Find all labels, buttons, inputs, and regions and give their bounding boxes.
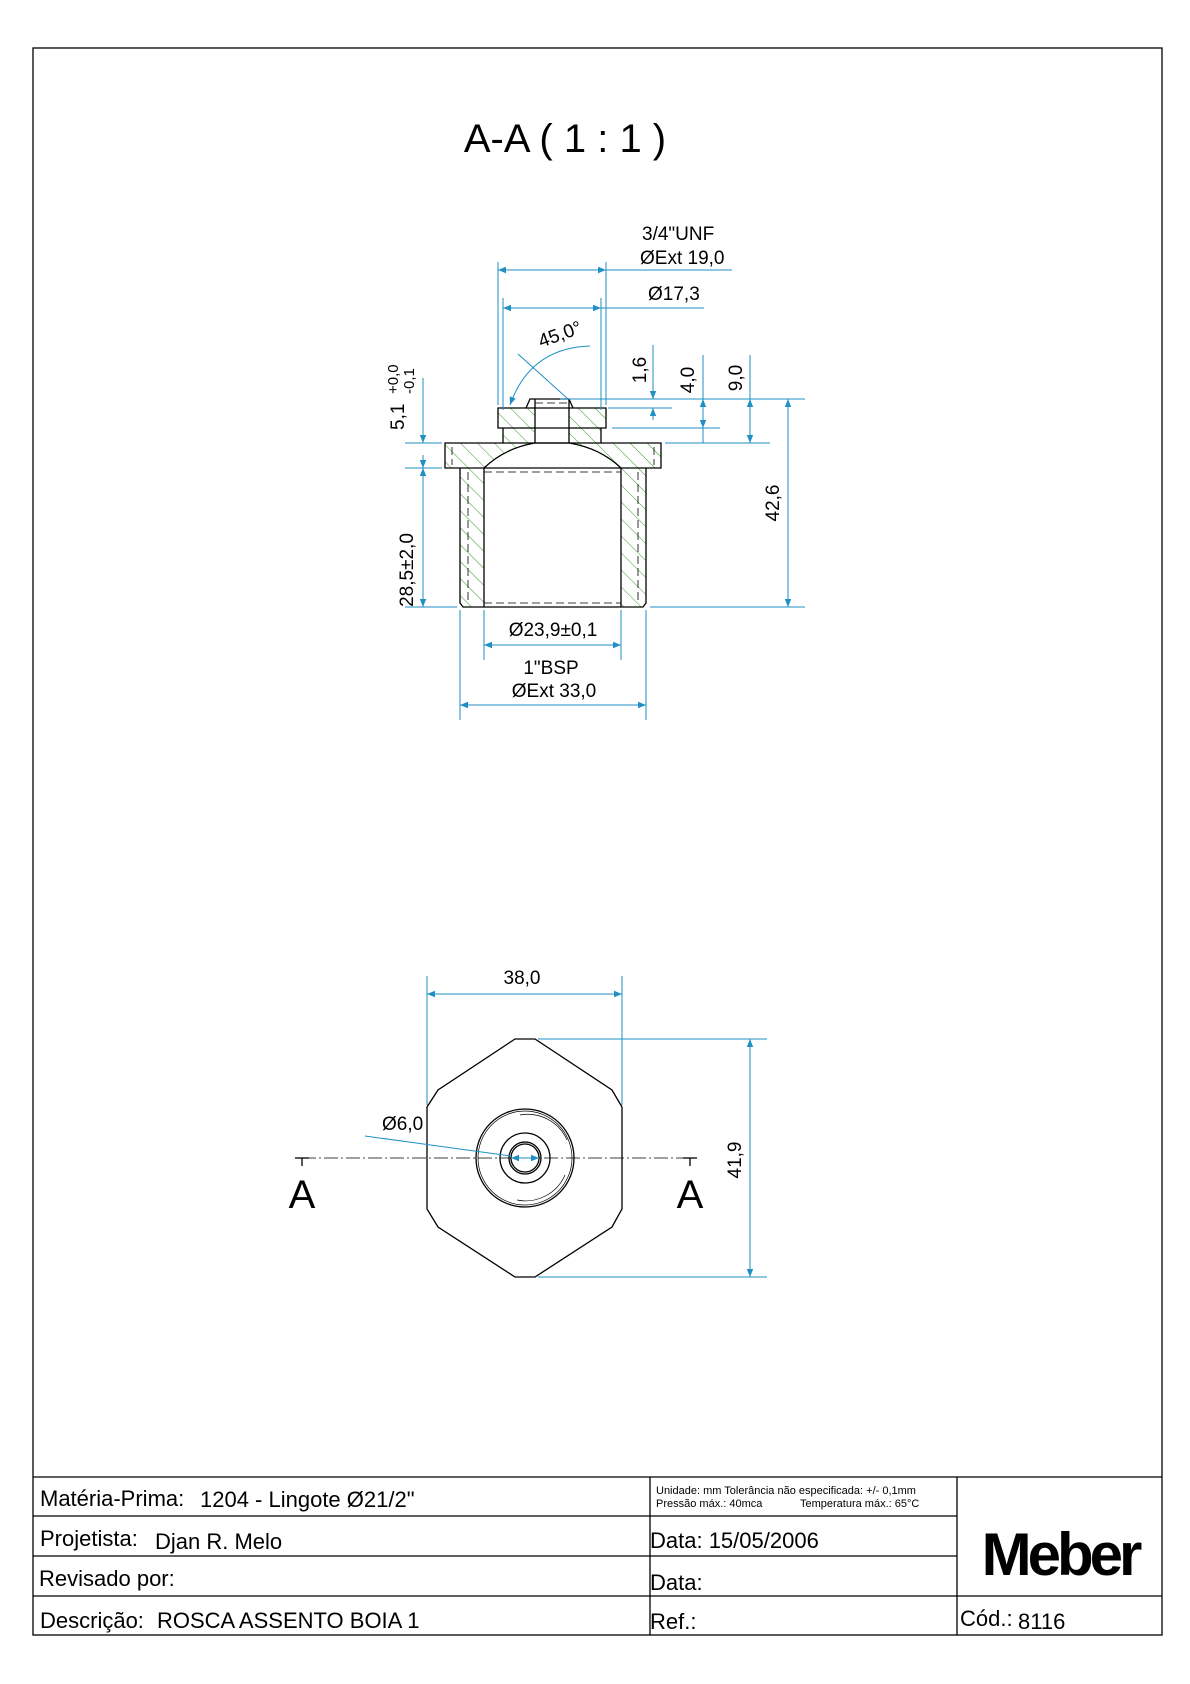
inner-bore [483, 468, 622, 607]
hidden-lines [451, 402, 655, 604]
dimension-9-0: 9,0 [726, 355, 754, 443]
ref-label: Ref.: [650, 1609, 696, 1634]
meber-logo: Meber [982, 1521, 1142, 1588]
section-marker-right: A [677, 1173, 704, 1217]
dimension-angle-45: 45,0° [509, 318, 591, 406]
data-review-date: Data: [650, 1570, 703, 1595]
section-marker-left: A [289, 1173, 316, 1217]
small-hex-outline [497, 407, 607, 429]
notes-line1: Unidade: mm Tolerância não especificada:… [656, 1485, 916, 1497]
flange-outline [444, 442, 662, 469]
thread-bottom-label: 1"BSP [523, 658, 578, 679]
drawing-border [32, 47, 1163, 1636]
dimension-4-0: 4,0 [678, 355, 707, 443]
height-label: 41,9 [725, 1142, 746, 1179]
dia-17-label: Ø17,3 [648, 284, 700, 305]
thread-arc [516, 1114, 568, 1202]
dimension-3-4-unf: 3/4"UNF ØExt 19,0 [497, 224, 732, 405]
dim-28-5-label: 28,5±2,0 [397, 533, 418, 607]
projetista-label: Projetista: [40, 1526, 138, 1551]
bore-outline [534, 399, 570, 443]
dim-9-0-label: 9,0 [726, 365, 747, 391]
descricao-value: ROSCA ASSENTO BOIA 1 [157, 1608, 419, 1633]
dimension-1-bsp: 1"BSP ØExt 33,0 [459, 610, 647, 720]
dim-1-6-label: 1,6 [630, 357, 651, 383]
thread-top-label: 3/4"UNF [642, 224, 714, 245]
dimension-42-6: 42,6 [650, 399, 805, 608]
materia-value: 1204 - Lingote Ø21/2" [200, 1487, 415, 1512]
cod-value: 8116 [1018, 1609, 1065, 1634]
dome-outline [483, 442, 622, 469]
dim-4-0-label: 4,0 [678, 367, 699, 393]
projetista-value: Djan R. Melo [155, 1529, 282, 1554]
thread-bottom-ext-label: ØExt 33,0 [512, 681, 597, 702]
section-view: 3/4"UNF ØExt 19,0 Ø17,3 45,0° 1,6 [385, 224, 805, 720]
dimension-dia-17-3: Ø17,3 [502, 284, 704, 410]
dim-42-6-label: 42,6 [763, 485, 784, 522]
title-block: Matéria-Prima: 1204 - Lingote Ø21/2" Uni… [33, 1476, 1162, 1635]
dimension-5-1: 5,1 +0,0 -0,1 [385, 364, 427, 468]
hexagon-outline [426, 1038, 623, 1278]
body-outline [459, 468, 647, 608]
section-hatch [445, 408, 661, 607]
notes-temperature: Temperatura máx.: 65°C [800, 1498, 919, 1510]
materia-label: Matéria-Prima: [40, 1486, 184, 1511]
section-title: A-A ( 1 : 1 ) [464, 117, 666, 161]
dim-5-1-tol-lower: -0,1 [401, 368, 418, 394]
dimension-dia-23-9: Ø23,9±0,1 [483, 610, 622, 660]
revisado-label: Revisado por: [39, 1566, 175, 1591]
thread-top-ext-label: ØExt 19,0 [640, 248, 725, 269]
dia-23-9-label: Ø23,9±0,1 [509, 620, 598, 641]
top-view: A A 38,0 41,9 Ø6,0 [289, 968, 767, 1278]
dimension-38-0: 38,0 [426, 968, 623, 1105]
width-label: 38,0 [504, 968, 541, 989]
dimension-1-6: 1,6 [630, 345, 657, 420]
notes-pressure: Pressão máx.: 40mca [656, 1498, 763, 1510]
dim-5-1-tol-upper: +0,0 [385, 364, 402, 394]
dim-5-1-label: 5,1 [388, 404, 409, 430]
nipple-outline [525, 398, 574, 409]
cod-label: Cód.: [960, 1606, 1013, 1631]
dimension-28-5: 28,5±2,0 [397, 468, 427, 607]
neck-outline [502, 428, 602, 443]
data-date: Data: 15/05/2006 [650, 1528, 819, 1553]
hole-dia-label: Ø6,0 [382, 1114, 423, 1135]
dimension-41-9: 41,9 [538, 1038, 767, 1278]
dimension-dia-6: Ø6,0 [364, 1114, 539, 1162]
descricao-label: Descrição: [40, 1608, 144, 1633]
